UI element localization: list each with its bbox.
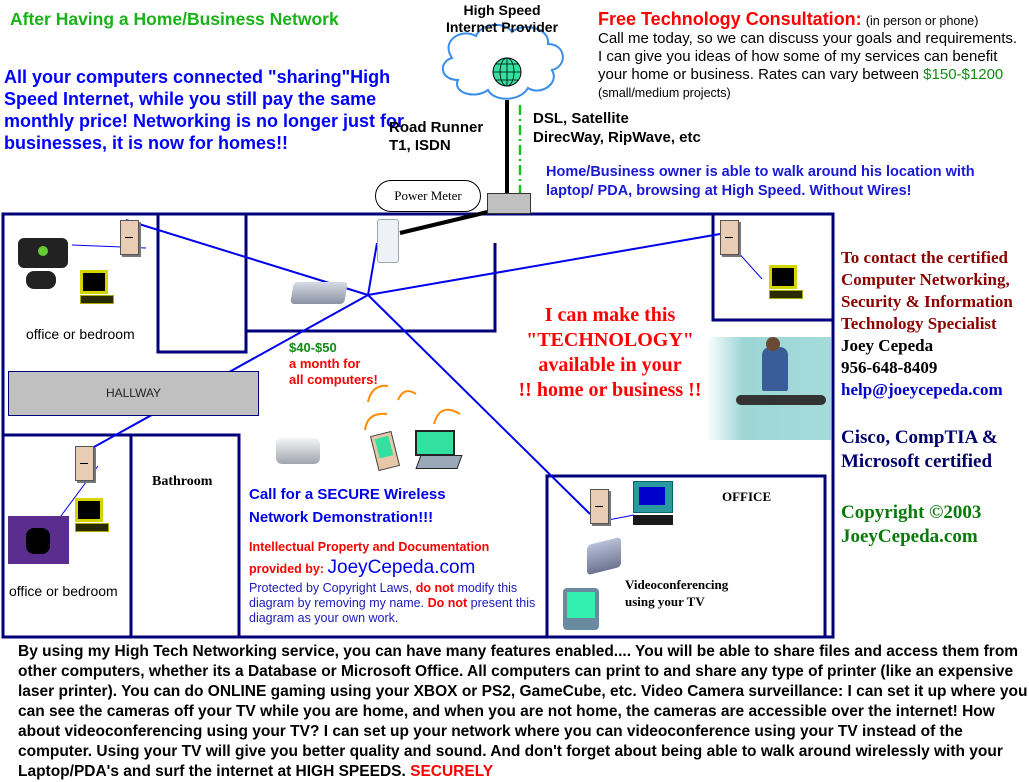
page-title: After Having a Home/Business Network [10,9,339,29]
modem-cable [399,208,497,235]
xbox-icon [18,238,68,268]
consultation-price-note: (small/medium projects) [598,86,731,100]
office-computer-icon [633,481,673,527]
contact-name: Joey Cepeda [841,336,934,355]
room-label-bottom-left: office or bedroom [9,583,118,599]
monthly-price-line: all computers! [289,372,378,387]
monthly-price-amount: $40-$50 [289,340,337,355]
game-controller-icon [26,271,56,289]
contact-block: To contact the certified Computer Networ… [841,247,1029,401]
security-camera-icon [276,438,320,464]
copyright-line: Copyright ©2003 [841,502,982,523]
wireless-link-office [367,294,591,515]
isp-label-line: High Speed [463,2,541,18]
ip-notice-text: Protected by Copyright Laws, [249,581,413,595]
ip-notice: Intellectual Property and Documentation … [249,538,549,626]
demo-callout-line: Network Demonstration!!! [249,509,434,526]
certifications-line: Cisco, CompTIA & [841,427,998,448]
monthly-price-line: a month for [289,356,361,371]
wall-outlet-icon [590,489,609,524]
copyright: Copyright ©2003 JoeyCepeda.com [841,501,981,549]
contact-line: To contact the certified [841,248,1008,267]
ip-notice-site-link[interactable]: JoeyCepeda.com [327,557,476,578]
consultation-price: $150-$1200 [923,66,1004,83]
room-label-office: OFFICE [722,489,772,504]
globe-icon [492,57,522,87]
service-description-text: By using my High Tech Networking service… [18,643,1028,780]
technology-pitch: I can make this "TECHNOLOGY" available i… [495,303,725,403]
wall-outlet-icon [120,220,139,255]
contact-phone[interactable]: 956-648-8409 [841,358,938,377]
certifications-line: Microsoft certified [841,451,993,472]
demo-callout-line: Call for a SECURE Wireless [249,486,446,503]
wall-outlet-icon [720,220,739,255]
consultation-body: Call me today, so we can discuss your go… [598,30,1018,83]
tivo-icon [8,516,69,564]
technology-pitch-line: available in your [538,354,682,376]
room-label-top-left: office or bedroom [26,326,135,342]
ip-notice-text: modify this diagram by removing my name. [249,581,518,610]
contact-line: Technology Specialist [841,314,997,333]
service-description-emphasis: SECURELY [410,763,494,780]
consultation-note: (in person or phone) [865,14,979,28]
network-box-icon [487,193,531,214]
wired-provider-line: Road Runner [389,119,484,136]
ip-notice-warning: Do not [427,596,468,610]
cable-modem-icon [377,219,399,263]
contact-email-link[interactable]: help@joeycepeda.com [841,380,1003,399]
ip-notice-warning: do not [415,581,454,595]
contact-line: Computer Networking, [841,270,1010,289]
computer-icon [75,498,109,536]
other-provider-line: DSL, Satellite [533,110,629,127]
videoconference-label: Videoconferencing using your TV [625,576,728,610]
intro-text: All your computers connected "sharing"Hi… [4,67,405,153]
demo-callout: Call for a SECURE Wireless Network Demon… [249,483,446,529]
laptop-keyboard-icon [415,455,463,469]
room-label-bathroom: Bathroom [152,474,213,489]
wireless-walk-text: Home/Business owner is able to walk arou… [546,164,975,199]
hallway: HALLWAY [8,371,259,416]
right-room-wall [711,214,833,322]
wireless-link-top-right [367,233,721,296]
service-description: By using my High Tech Networking service… [18,642,1028,782]
wireless-router-icon [290,282,348,304]
monthly-price-note: $40-$50 a month for all computers! [289,340,378,388]
isp-label: High Speed Internet Provider [432,2,572,36]
computer-icon [80,270,114,308]
technology-pitch-line: I can make this [544,304,676,326]
ip-notice-text: present this diagram as your own work. [249,596,536,625]
ip-notice-heading: Intellectual Property and Documentation [249,540,490,554]
house-outline [1,212,835,639]
contact-line: Security & Information [841,292,1013,311]
technology-pitch-line: "TECHNOLOGY" [526,329,694,351]
other-providers: DSL, Satellite DirecWay, RipWave, etc [533,109,701,147]
wireless-link-modem [367,242,378,296]
consultation-heading: Free Technology Consultation: [598,9,862,29]
ip-notice-provided-by: provided by: [249,562,325,576]
wall-outlet-icon [75,446,94,481]
videoconference-label-line: using your TV [625,594,705,609]
copyright-site-link[interactable]: JoeyCepeda.com [841,526,978,547]
isp-label-line: Internet Provider [445,19,559,35]
power-meter: Power Meter [375,180,481,212]
wifi-signal-icon [364,384,461,431]
office-wall [545,474,827,639]
wired-provider-line: T1, ISDN [389,137,451,154]
tv-icon [563,588,599,630]
technology-pitch-line: !! home or business !! [518,379,702,401]
bathroom-wall [129,433,241,639]
living-room-wall [244,214,497,333]
consultation-block: Free Technology Consultation: (in person… [598,10,1018,102]
businessman-photo [706,337,831,440]
computer-icon [769,265,803,303]
wired-providers: Road Runner T1, ISDN [389,119,483,155]
laptop-icon [415,430,455,456]
other-provider-line: DirecWay, RipWave, etc [533,129,701,146]
certifications: Cisco, CompTIA & Microsoft certified [841,426,998,474]
videoconference-label-line: Videoconferencing [625,577,729,592]
